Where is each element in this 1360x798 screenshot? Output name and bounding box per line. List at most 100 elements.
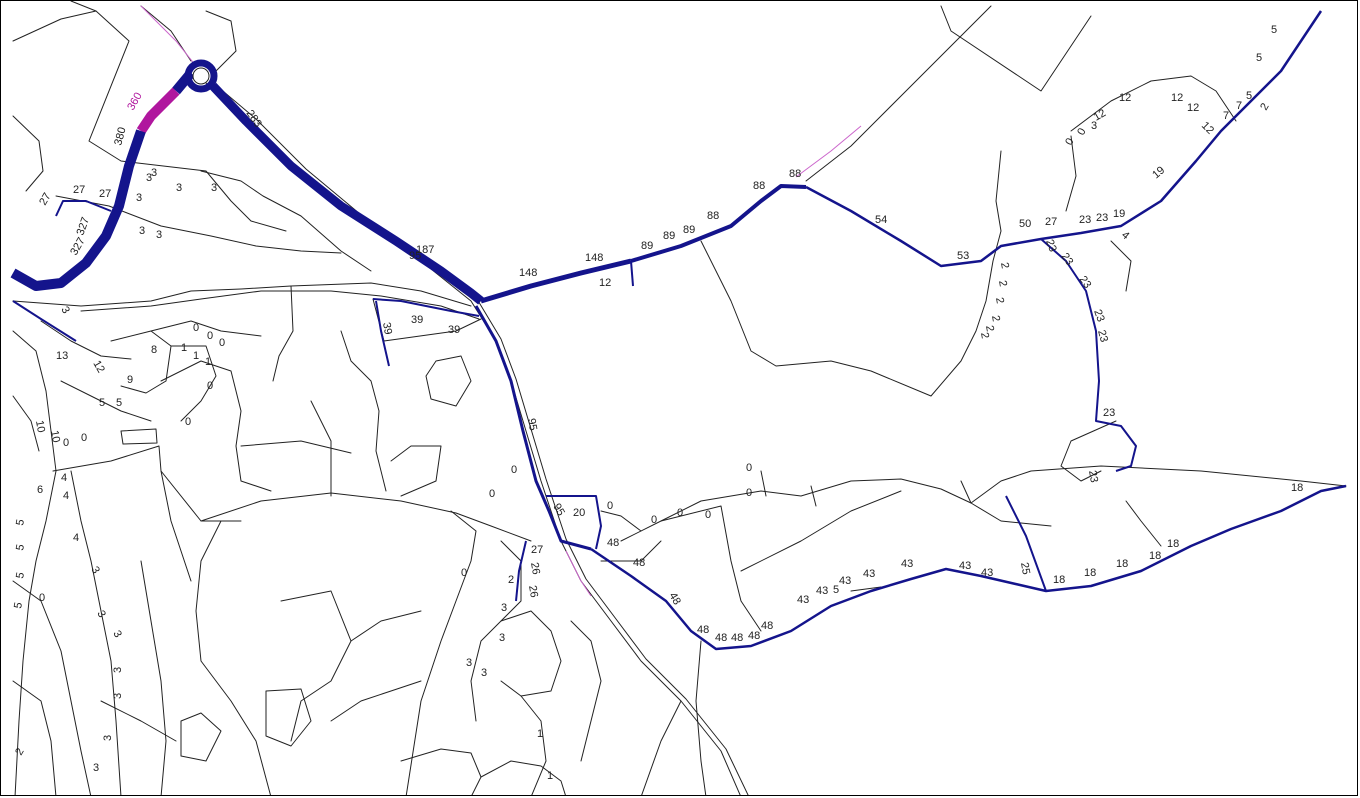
label: 53 bbox=[957, 250, 969, 262]
label: 43 bbox=[816, 585, 828, 597]
label: 3 bbox=[156, 229, 162, 241]
label: 48 bbox=[731, 632, 743, 644]
label: 2 bbox=[508, 574, 514, 586]
label: 48 bbox=[607, 537, 619, 549]
label: 23 bbox=[1079, 214, 1091, 226]
flow-labels: 360 380 283 27 27 27 327 327 3 3 3 3 3 3… bbox=[12, 24, 1303, 782]
label: 95 bbox=[525, 417, 539, 431]
label: 50 bbox=[1019, 218, 1031, 230]
label: 2 bbox=[983, 324, 996, 332]
label: 4 bbox=[73, 532, 79, 544]
label: 48 bbox=[761, 620, 773, 632]
label: 43 bbox=[959, 560, 971, 572]
label: 23 bbox=[1095, 329, 1110, 344]
label: 3 bbox=[466, 657, 472, 669]
label: 27 bbox=[37, 191, 54, 208]
label: 12 bbox=[1199, 120, 1216, 137]
label: 18 bbox=[1291, 482, 1303, 494]
label: 3 bbox=[176, 182, 182, 194]
label: 43 bbox=[797, 594, 809, 606]
label: 2 bbox=[989, 314, 1002, 322]
label: 0 bbox=[81, 432, 87, 444]
label: 148 bbox=[585, 252, 603, 264]
label: 5 bbox=[1256, 52, 1262, 64]
label: 5 bbox=[12, 601, 25, 609]
label: 26 bbox=[526, 584, 540, 598]
label: 48 bbox=[715, 632, 727, 644]
label: 27 bbox=[73, 184, 85, 196]
label: 0 bbox=[746, 487, 752, 499]
label: 0 bbox=[219, 337, 225, 349]
label: 1 bbox=[537, 728, 543, 740]
label: 23 bbox=[1096, 212, 1108, 224]
label: 3 bbox=[110, 629, 123, 640]
label: 1 bbox=[547, 770, 553, 782]
label: 0 bbox=[677, 507, 683, 519]
label: 5 bbox=[116, 397, 122, 409]
label: 39 bbox=[411, 314, 423, 326]
label: 0 bbox=[207, 380, 213, 392]
label: 2 bbox=[1258, 101, 1271, 112]
flow-network bbox=[10, 10, 1347, 651]
label: 13 bbox=[56, 350, 68, 362]
label: 0 bbox=[746, 462, 752, 474]
label: 3 bbox=[112, 693, 124, 699]
label: 3 bbox=[102, 735, 114, 741]
label: 10 bbox=[48, 429, 62, 443]
label: 0 bbox=[63, 437, 69, 449]
label: 20 bbox=[573, 507, 585, 519]
label: 23 bbox=[1077, 274, 1094, 291]
rail-highlight-3 bbox=[565, 550, 592, 597]
rail-highlight bbox=[140, 5, 197, 67]
label: 0 bbox=[185, 416, 191, 428]
label: 12 bbox=[90, 359, 107, 376]
label: 43 bbox=[863, 568, 875, 580]
label: 89 bbox=[683, 224, 695, 236]
label: 5 bbox=[99, 397, 105, 409]
label: 8 bbox=[151, 344, 157, 356]
label: 95 bbox=[409, 250, 421, 262]
label: 3 bbox=[58, 305, 71, 316]
label: 95 bbox=[550, 502, 567, 519]
label: 5 bbox=[1271, 24, 1277, 36]
label: 25 bbox=[1018, 561, 1032, 575]
label: 3 bbox=[146, 172, 152, 184]
label: 0 bbox=[489, 488, 495, 500]
label: 12 bbox=[1119, 92, 1131, 104]
label: 2 bbox=[13, 746, 26, 757]
label: 0 bbox=[607, 500, 613, 512]
label: 18 bbox=[1167, 538, 1179, 550]
label: 5 bbox=[833, 584, 839, 596]
label: 0 bbox=[461, 567, 467, 579]
label: 0 bbox=[193, 322, 199, 334]
label: 4 bbox=[1119, 229, 1131, 242]
label: 27 bbox=[99, 188, 111, 200]
label: 89 bbox=[641, 240, 653, 252]
label: 3 bbox=[211, 182, 217, 194]
label: 3 bbox=[501, 602, 507, 614]
label: 1 bbox=[193, 350, 199, 362]
label: 3 bbox=[151, 167, 157, 179]
label: 2 bbox=[993, 296, 1006, 304]
label: 10 bbox=[33, 419, 47, 433]
label: 18 bbox=[1116, 558, 1128, 570]
label: 5 bbox=[1246, 90, 1252, 102]
label: 3 bbox=[481, 667, 487, 679]
label: 0 bbox=[1063, 136, 1076, 147]
label: 54 bbox=[875, 214, 887, 226]
label: 1 bbox=[205, 356, 211, 368]
label: 27 bbox=[1045, 216, 1057, 228]
label: 39 bbox=[380, 321, 394, 335]
label: 2 bbox=[996, 279, 1009, 287]
label: 187 bbox=[416, 244, 434, 256]
label: 48 bbox=[666, 591, 683, 608]
label: 9 bbox=[127, 374, 133, 386]
label: 0 bbox=[39, 592, 45, 604]
label: 148 bbox=[519, 267, 537, 279]
label: 3 bbox=[112, 667, 124, 673]
label: 7 bbox=[1223, 110, 1229, 122]
label: 18 bbox=[1084, 567, 1096, 579]
label: 27 bbox=[531, 544, 543, 556]
